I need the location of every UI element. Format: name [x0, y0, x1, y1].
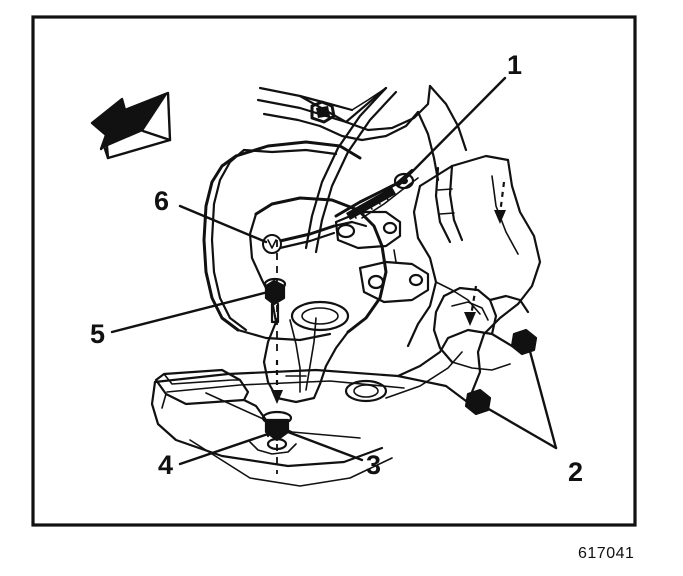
leader-line-3: [286, 430, 364, 462]
leader-line-2b: [478, 402, 558, 450]
nut-5-fastener: [263, 277, 287, 324]
left-rod-clevis: [262, 220, 368, 254]
view-direction-arrow: [90, 91, 172, 160]
bolt-2b-fastener: [464, 388, 492, 416]
figure-number-label: 617041: [578, 545, 634, 562]
right-side-panel: [406, 154, 542, 394]
motion-arrow-upper: [494, 181, 506, 224]
nut-3-4-fastener: [261, 410, 293, 451]
pedal-support-bracket: [248, 196, 430, 404]
leader-line-1: [396, 76, 507, 188]
motion-arrow-lower: [464, 285, 478, 326]
callout-number-3: 3: [366, 450, 381, 480]
leader-line-2a: [526, 342, 558, 450]
bolt-2a-fastener: [510, 328, 538, 356]
callout-number-2: 2: [568, 457, 583, 487]
callout-number-1: 1: [507, 50, 522, 80]
callout-number-4: 4: [158, 450, 173, 480]
callout-number-6: 6: [154, 186, 169, 216]
figure-border: [31, 15, 637, 527]
upper-linkage-rods: [256, 84, 468, 254]
dash-reinforcement-frame: [202, 140, 362, 342]
leader-line-6: [178, 204, 268, 244]
leader-line-5: [110, 290, 270, 334]
leader-line-4: [178, 432, 270, 466]
motion-arrow-drop: [271, 360, 283, 404]
callout-number-5: 5: [90, 319, 105, 349]
